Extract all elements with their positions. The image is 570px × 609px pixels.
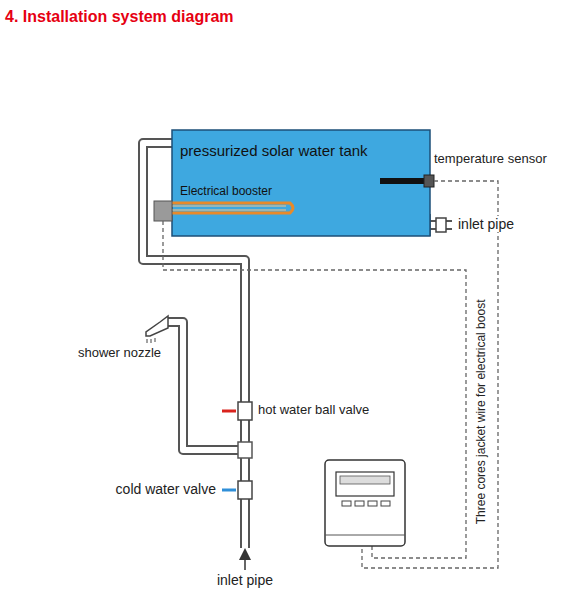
heater-element-inner <box>172 206 286 210</box>
diagram-title: 4. Installation system diagram <box>5 8 234 26</box>
temperature-sensor-probe <box>380 178 426 184</box>
inlet-arrow <box>244 554 246 570</box>
controller <box>325 460 405 546</box>
shower-spray <box>147 338 155 343</box>
tank-body <box>172 130 430 236</box>
tank-title: pressurized solar water tank <box>180 142 368 159</box>
sensor-fitting <box>424 175 434 187</box>
sensor-label: temperature sensor <box>432 152 549 167</box>
jacket-wire <box>163 181 498 568</box>
shower-label: shower nozzle <box>76 346 163 361</box>
heater-element <box>172 203 293 213</box>
wire-label: Three cores jacket wire for electrical b… <box>475 298 489 527</box>
booster-terminal <box>154 201 172 221</box>
tee-fitting <box>238 442 252 458</box>
booster-label: Electrical booster <box>180 185 272 199</box>
inlet-label: inlet pipe <box>456 216 516 232</box>
inlet-label: inlet pipe <box>215 572 275 588</box>
cold-valve-body <box>238 481 252 499</box>
cold-valve-label: cold water valve <box>114 481 218 497</box>
hot-valve-body <box>238 402 252 420</box>
inlet-fitting <box>436 218 446 232</box>
hot-valve-handle <box>222 410 236 413</box>
hot-valve-label: hot water ball valve <box>256 403 371 418</box>
shower-head <box>146 316 168 336</box>
solar-tank: pressurized solar water tankElectrical b… <box>172 130 430 236</box>
cold-valve-handle <box>222 489 236 492</box>
